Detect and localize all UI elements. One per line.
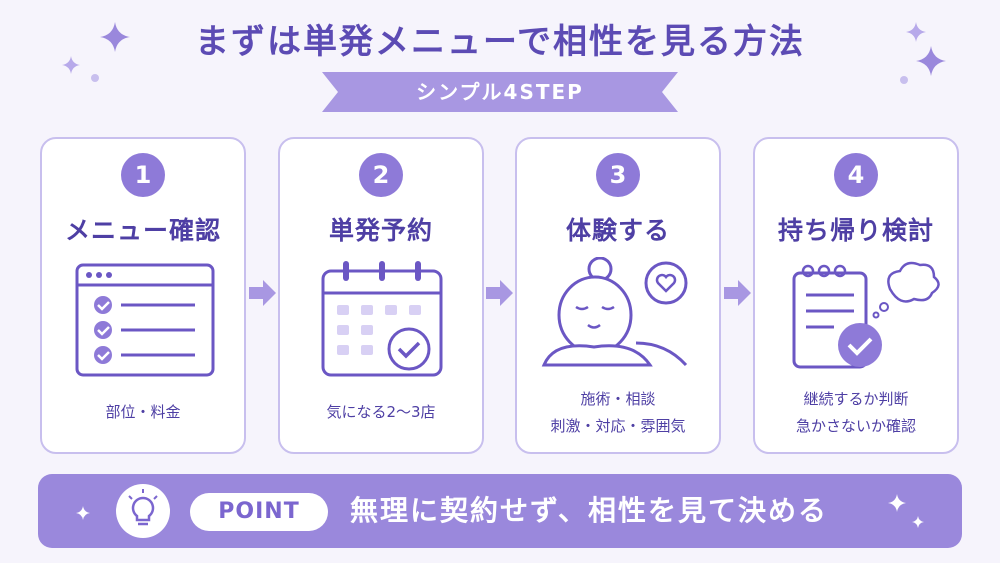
sparkle-icon [76, 506, 90, 520]
step-title: 持ち帰り検討 [777, 216, 934, 245]
step-ribbon: シンプル4STEP [322, 72, 678, 112]
point-bar: POINT 無理に契約せず、相性を見て決める [38, 474, 962, 548]
step-number: 1 [121, 153, 165, 197]
calendar-check-icon [321, 261, 443, 377]
lightbulb-icon [116, 484, 170, 538]
arrow-right-icon [724, 280, 751, 306]
point-text: 無理に契約せず、相性を見て決める [350, 494, 829, 527]
step-number: 4 [834, 153, 878, 197]
sparkle-icon [912, 516, 924, 528]
step-desc: 急かさないか確認 [795, 417, 916, 435]
step-card-1: 1 メニュー確認 部位・料金 [40, 137, 246, 454]
step-number: 3 [596, 153, 640, 197]
step-title: 単発予約 [328, 216, 433, 245]
step-desc: 施術・相談 [580, 390, 656, 408]
thought-cloud-icon [872, 261, 940, 319]
sparkle-icon [916, 46, 946, 76]
heart-bubble-icon [644, 261, 688, 305]
sparkle-dot [900, 76, 908, 84]
step-card-3: 3 体験する 施術・相談 刺激・対応・雰囲気 [515, 137, 721, 454]
checklist-window-icon [75, 263, 215, 377]
ribbon-label: シンプル4STEP [416, 80, 584, 104]
step-desc: 継続するか判断 [803, 390, 909, 408]
sparkle-dot [91, 74, 99, 82]
step-title: 体験する [565, 216, 670, 245]
step-desc: 部位・料金 [105, 403, 181, 421]
sparkle-icon [100, 22, 130, 52]
point-label: POINT [190, 493, 328, 531]
sparkle-icon [906, 22, 926, 42]
sparkle-icon [62, 56, 80, 74]
step-card-4: 4 持ち帰り検討 継続するか判断 急かさないか確認 [753, 137, 959, 454]
arrow-right-icon [486, 280, 513, 306]
sparkle-icon [888, 494, 906, 512]
step-card-2: 2 単発予約 気になる2〜3店 [278, 137, 484, 454]
arrow-right-icon [249, 280, 276, 306]
step-desc: 気になる2〜3店 [326, 403, 436, 421]
step-desc: 刺激・対応・雰囲気 [550, 417, 686, 435]
relaxing-person-icon [541, 257, 688, 367]
notepad-check-icon [792, 261, 940, 369]
step-title: メニュー確認 [64, 216, 221, 245]
page-title: まずは単発メニューで相性を見る方法 [195, 22, 805, 62]
step-number: 2 [359, 153, 403, 197]
